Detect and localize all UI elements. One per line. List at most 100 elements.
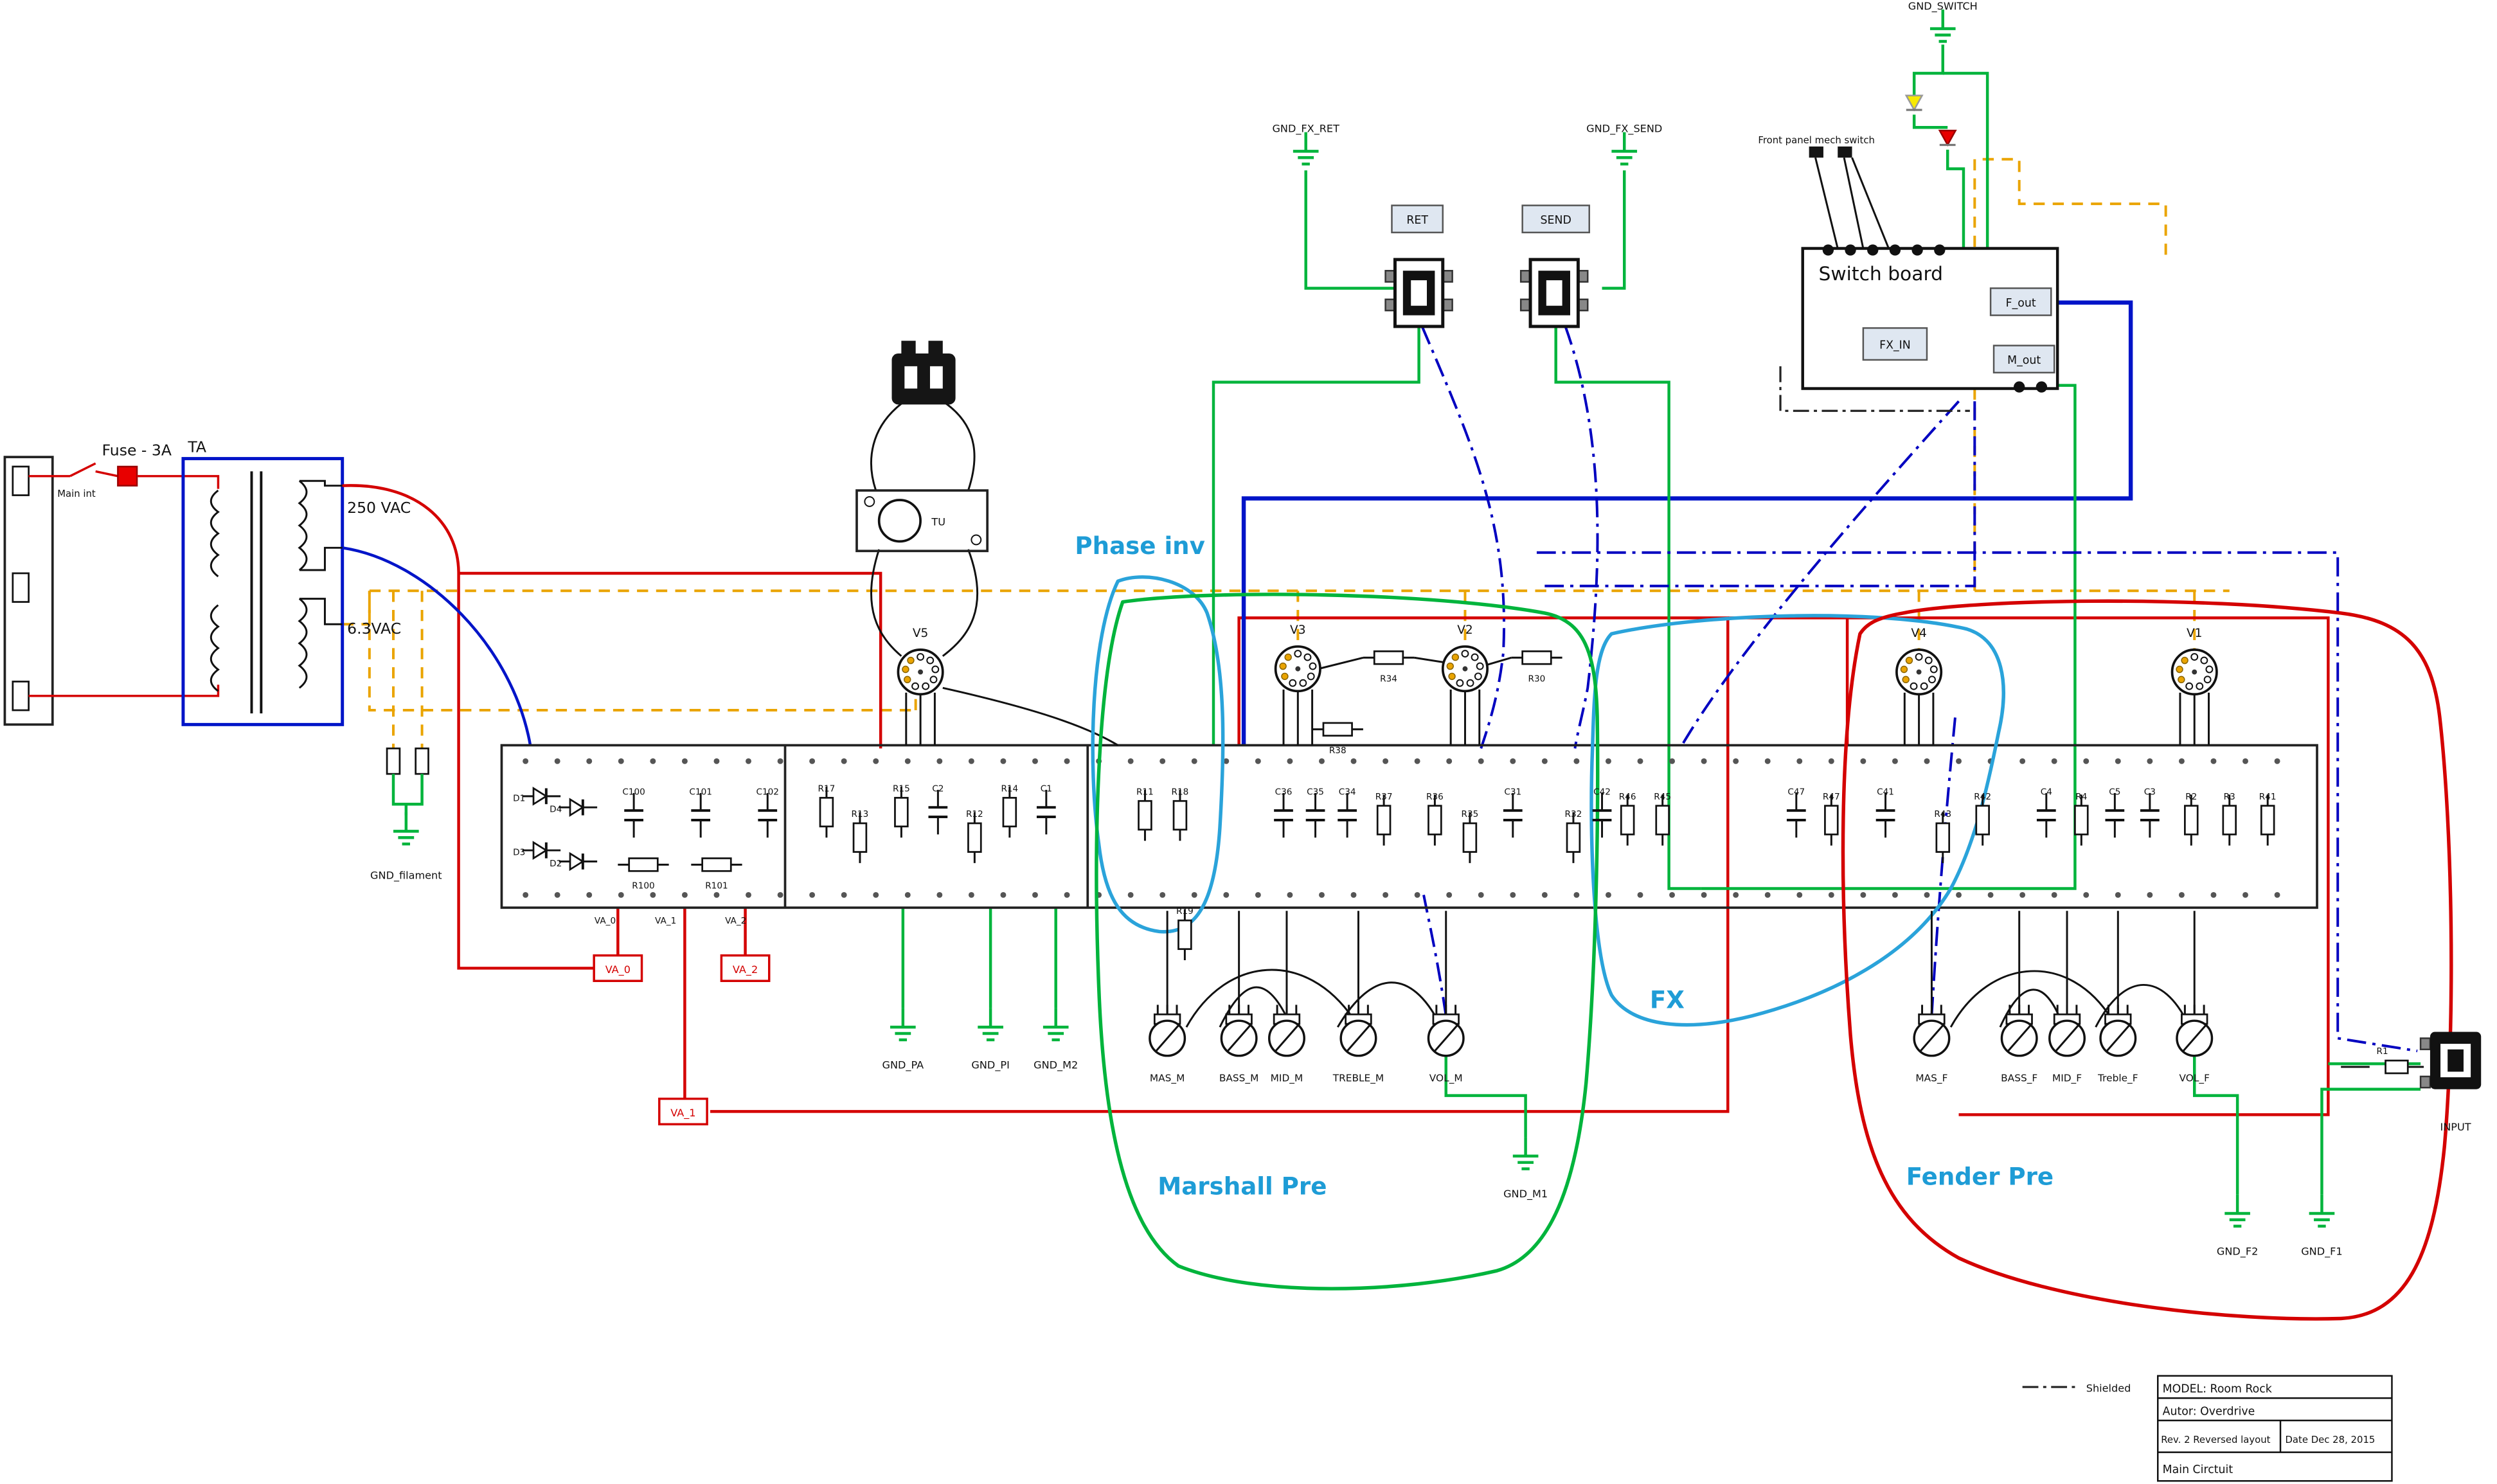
turret-dot [1573, 891, 1580, 898]
turret-dot [1032, 891, 1038, 898]
component-label: R4 [2075, 792, 2087, 802]
component-C102: C102 [756, 787, 779, 838]
ground-label: GND_SWITCH [1908, 0, 1978, 13]
sw-pin-2 [1845, 244, 1856, 256]
turret-dot [1032, 758, 1038, 764]
fuse-body [117, 465, 138, 487]
ground-GND_SWITCH: GND_SWITCH [1908, 0, 1978, 43]
transformer-label: TA [187, 438, 206, 456]
component-C31: C31 [1503, 787, 1523, 838]
input-label: INPUT [2440, 1121, 2471, 1133]
component-label: C31 [1504, 787, 1521, 797]
sw-pin-7 [2014, 381, 2025, 393]
ground-label: GND_F1 [2301, 1245, 2342, 1258]
component-C100: C100 [622, 787, 645, 838]
va-tap-label: VA_2 [733, 963, 758, 976]
title-author: Autor: Overdrive [2163, 1405, 2255, 1418]
component-label: R17 [818, 783, 836, 794]
turret-dot [681, 891, 688, 898]
turret-dot [2019, 891, 2026, 898]
ground-label: GND_PI [971, 1059, 1009, 1072]
turret-dot [1319, 758, 1325, 764]
wire-gnd-fx-ret [1304, 170, 1395, 290]
pot-arc-6 [1949, 970, 2113, 1028]
turret-dot [2147, 758, 2153, 764]
turret-dot [1764, 891, 1771, 898]
turret-dot [1255, 758, 1261, 764]
ground-GND_F2: GND_F2 [2217, 1194, 2258, 1258]
turret-dot [936, 758, 943, 764]
turret-dot [1319, 891, 1325, 898]
sw-pin-5 [1911, 244, 1923, 256]
wire-led-to-board [1946, 149, 1965, 249]
turret-dot [713, 758, 720, 764]
mains-section: Main int Fuse - 3A TA 250 VAC 6.3VAC [3, 438, 429, 816]
turret-dot [746, 758, 751, 764]
hv-lead-top [299, 479, 343, 487]
tu-socket-plate [855, 489, 989, 553]
component-label: C100 [622, 787, 645, 797]
wire-switchboard-output [1241, 300, 2133, 746]
turret-dot [1255, 891, 1261, 898]
component-label: R15 [893, 783, 910, 794]
component-label: R46 [1619, 792, 1636, 802]
turret-dot [1796, 758, 1803, 764]
turret-dot [1541, 891, 1548, 898]
ret-jack-hole [1411, 280, 1427, 306]
sw-pin-6 [1934, 244, 1946, 256]
pot-MAS_M: MAS_M [1149, 911, 1186, 1084]
tube-V3: V3 [1274, 623, 1321, 746]
component-label: R36 [1426, 792, 1444, 802]
component-D1: D1 [513, 786, 561, 806]
turret-dot [1383, 891, 1389, 898]
turret-dot [2083, 891, 2090, 898]
pot-arc-2 [1336, 981, 1441, 1028]
component-R100: R100 [618, 857, 669, 891]
turret-dot [1223, 891, 1230, 898]
turret-dot [2210, 891, 2217, 898]
turret-dot [1796, 891, 1803, 898]
turret-dot [1000, 758, 1007, 764]
input-lug-1 [2419, 1037, 2431, 1051]
board-tap-label: VA_0 [595, 916, 616, 926]
title-date: Date Dec 28, 2015 [2285, 1434, 2375, 1445]
pot-label: Treble_F [2097, 1072, 2138, 1084]
heater-voltage-label: 6.3VAC [347, 620, 401, 638]
va-tap-VA_0: VA_0 [593, 954, 643, 982]
pot-arc-5 [2095, 983, 2189, 1028]
turret-dot [1860, 891, 1866, 898]
component-label: R12 [966, 809, 983, 819]
turret-dot [1159, 758, 1166, 764]
component-label: R45 [1654, 792, 1671, 802]
title-block: MODEL: Room Rock Autor: Overdrive Rev. 2… [2157, 1375, 2393, 1482]
wire-led-link [1912, 114, 1948, 129]
marshall-outline [1095, 593, 1600, 1291]
pot-arc-3 [1185, 969, 1355, 1028]
input-section: R1 INPUT [2377, 1032, 2482, 1133]
component-C101: C101 [689, 787, 712, 838]
component-C36: C36 [1274, 787, 1293, 838]
m-out-label: M_out [2007, 354, 2041, 367]
turret-dot [554, 891, 560, 898]
component-label: C41 [1877, 787, 1894, 797]
pot-TREBLE_M: TREBLE_M [1332, 911, 1384, 1084]
turret-dot [713, 891, 720, 898]
wire-gnd-switch-2 [1942, 71, 1989, 249]
tube-V2: V2 [1441, 623, 1489, 746]
va-tap-VA_1: VA_1 [658, 1097, 708, 1125]
pot-label: VOL_M [1429, 1072, 1463, 1084]
va-tap-label: VA_0 [605, 963, 631, 976]
wire-mains-neutral [28, 684, 220, 697]
turret-dot [1478, 758, 1484, 764]
turret-dot [1350, 758, 1357, 764]
turret-dot [1350, 891, 1357, 898]
turret-dot [1701, 758, 1707, 764]
tu-plug [891, 353, 956, 405]
fx-loop: RET SEND [1384, 204, 1590, 328]
component-label: R100 [632, 881, 654, 891]
fx-outline [1589, 614, 2005, 1027]
switch-board-title: Switch board [1819, 263, 1944, 285]
ground-GND_PI: GND_PI [971, 1008, 1010, 1072]
turret-dot [1541, 758, 1548, 764]
